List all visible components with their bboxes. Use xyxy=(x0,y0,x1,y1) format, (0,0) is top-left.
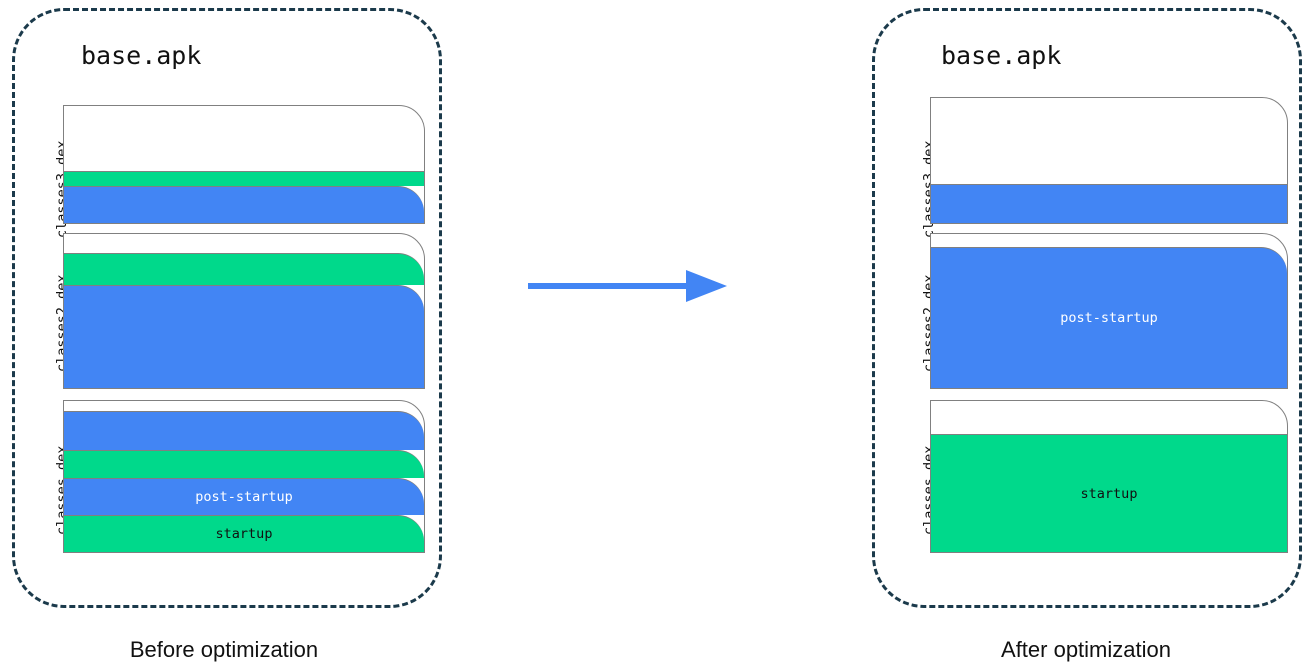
dex-box-classes-before: startup post-startup xyxy=(63,400,425,553)
band-post-startup xyxy=(64,285,424,388)
band-post-startup-labeled: post-startup xyxy=(931,247,1287,388)
dex-box-classes-after: startup xyxy=(930,400,1288,553)
apk-title-before: base.apk xyxy=(81,41,202,70)
arrow-right-icon xyxy=(528,270,727,302)
dex-box-classes2-before xyxy=(63,233,425,389)
band-startup-labeled: startup xyxy=(931,434,1287,552)
band-post-startup xyxy=(64,411,424,450)
caption-after: After optimization xyxy=(1001,637,1171,662)
band-post-startup xyxy=(931,184,1287,223)
band-startup xyxy=(64,450,424,478)
panel-after-optimization: base.apk xyxy=(872,8,1302,608)
dex-box-classes2-after: post-startup xyxy=(930,233,1288,389)
apk-title-after: base.apk xyxy=(941,41,1062,70)
caption-before: Before optimization xyxy=(129,637,319,662)
band-post-startup-labeled: post-startup xyxy=(64,478,424,515)
dex-box-classes3-after xyxy=(930,97,1288,224)
band-post-startup xyxy=(64,186,424,223)
dex-box-classes3-before xyxy=(63,105,425,224)
band-startup xyxy=(64,253,424,285)
band-startup-labeled: startup xyxy=(64,515,424,552)
panel-before-optimization: base.apk xyxy=(12,8,442,608)
optimization-arrow xyxy=(520,262,735,310)
band-startup xyxy=(64,171,424,186)
